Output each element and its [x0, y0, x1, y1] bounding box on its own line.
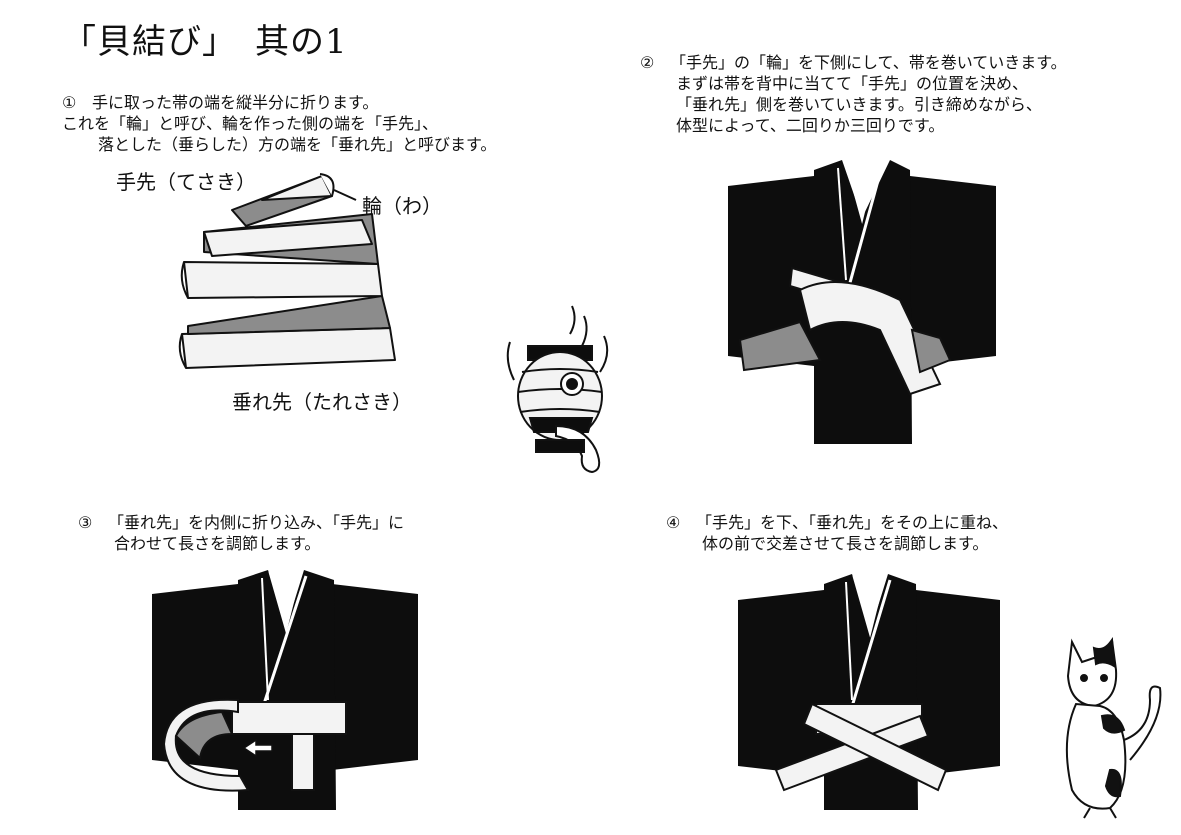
step-1-text: ① 手に取った帯の端を縦半分に折ります。 これを「輪」と呼び、輪を作った側の端を「…	[62, 92, 496, 155]
step-4-number: ④	[666, 513, 681, 532]
step-3-line-2: 合わせて長さを調節します。	[114, 534, 321, 553]
step-2-number: ②	[640, 53, 655, 72]
step-2-line-4: 体型によって、二回りか三回りです。	[676, 116, 945, 135]
step-4-line-1: 「手先」を下、「垂れ先」をその上に重ね、	[696, 513, 1009, 532]
tesaki-label: 手先（てさき）	[116, 170, 256, 194]
page-title: 「貝結び」 其の1	[62, 22, 348, 62]
step-2-line-3: 「垂れ先」側を巻いていきます。引き締めながら、	[676, 95, 1042, 114]
step-2-line-1: 「手先」の「輪」を下側にして、帯を巻いていきます。	[670, 53, 1067, 72]
step-1-line-3: 落とした（垂らした）方の端を「垂れ先」と呼びます。	[98, 135, 497, 154]
step-1-number: ①	[62, 93, 77, 112]
taresaki-label: 垂れ先（たれさき）	[232, 390, 412, 414]
step-4-line-2: 体の前で交差させて長さを調節します。	[702, 534, 989, 553]
arrow-left-icon	[242, 738, 273, 758]
step-2-text: ② 「手先」の「輪」を下側にして、帯を巻いていきます。 まずは帯を背中に当てて「手…	[640, 52, 1067, 136]
wa-label: 輪（わ）	[362, 194, 442, 218]
step-4-text: ④ 「手先」を下、「垂れ先」をその上に重ね、 体の前で交差させて長さを調節します。	[666, 512, 1008, 554]
step-3-text: ③ 「垂れ先」を内側に折り込み、「手先」に 合わせて長さを調節します。	[78, 512, 404, 554]
step-2-line-2: まずは帯を背中に当てて「手先」の位置を決め、	[676, 74, 1029, 93]
step-3-line-1: 「垂れ先」を内側に折り込み、「手先」に	[108, 513, 405, 532]
step-1-line-2: これを「輪」と呼び、輪を作った側の端を「手先」、	[62, 114, 439, 133]
step-1-line-1: 手に取った帯の端を縦半分に折ります。	[92, 93, 379, 112]
step-3-number: ③	[78, 513, 93, 532]
